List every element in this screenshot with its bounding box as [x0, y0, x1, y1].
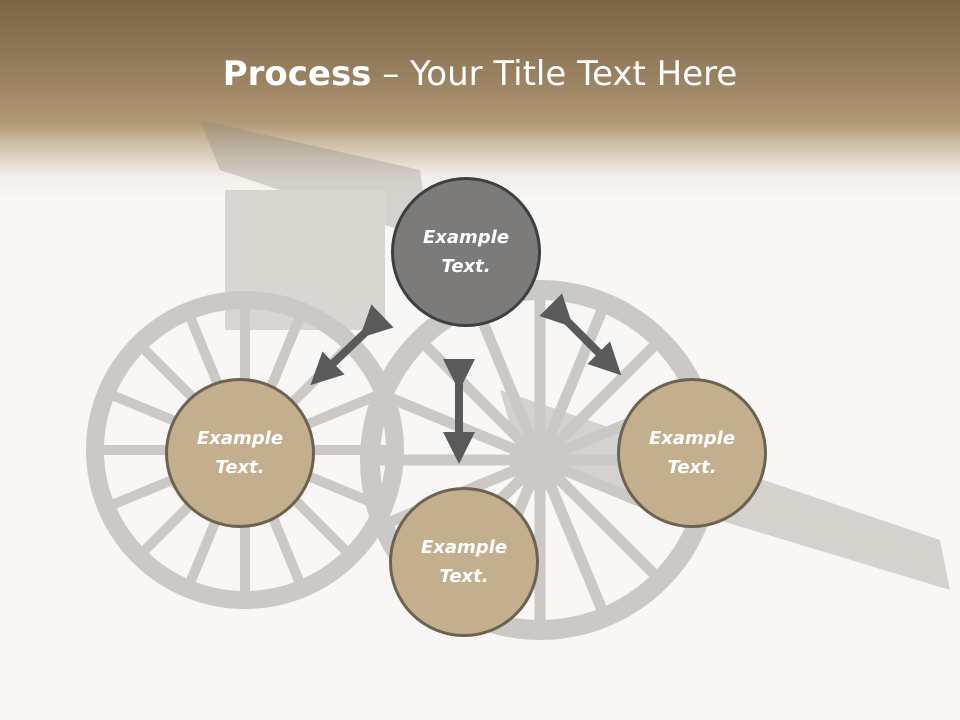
header-band	[0, 0, 960, 200]
title-bold: Process	[222, 54, 372, 94]
node-left-line1: Example	[196, 428, 284, 449]
node-bottom-line1: Example	[420, 537, 508, 558]
node-top-line1: Example	[422, 227, 510, 248]
node-top-line2: Text.	[441, 256, 491, 277]
node-right-line1: Example	[648, 428, 736, 449]
slide-title: Process – Your Title Text Here	[0, 52, 960, 96]
node-right-line2: Text.	[667, 457, 717, 478]
title-rest: – Your Title Text Here	[371, 54, 738, 94]
node-bottom-line2: Text.	[439, 566, 489, 587]
node-left-line2: Text.	[215, 457, 265, 478]
